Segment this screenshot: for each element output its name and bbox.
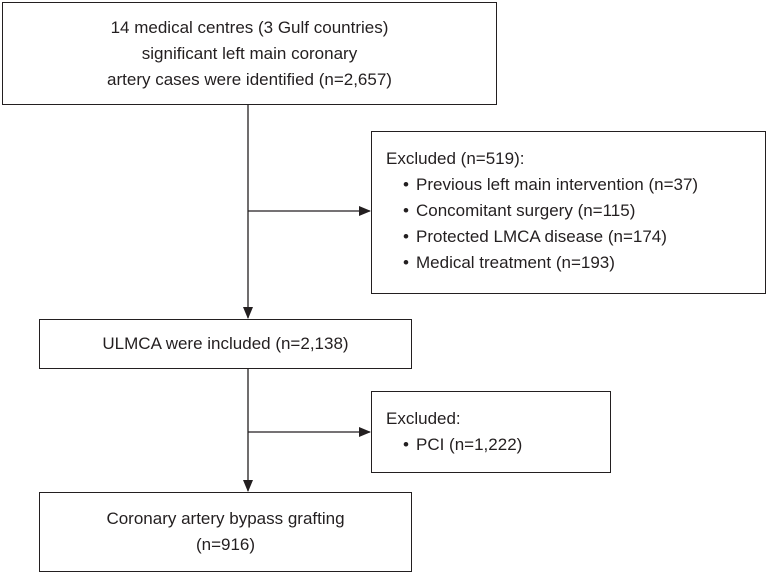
exclusion-1-item-concomitant-surgery: Concomitant surgery (n=115): [416, 201, 636, 220]
cabg-line-2: (n=916): [195, 535, 256, 554]
bullet-icon: •: [403, 435, 409, 454]
list-item: • Medical treatment (n=193): [403, 250, 765, 276]
included-box: ULMCA were included (n=2,138): [39, 319, 412, 369]
exclusion-1-item-medical-treatment: Medical treatment (n=193): [416, 253, 615, 272]
bullet-icon: •: [403, 253, 409, 272]
identified-cases-line-2: significant left main coronary: [141, 43, 358, 63]
identified-cases-box: 14 medical centres (3 Gulf countries) si…: [2, 2, 497, 105]
list-item: • Protected LMCA disease (n=174): [403, 224, 765, 250]
bullet-icon: •: [403, 227, 409, 246]
exclusion-2-item-pci: PCI (n=1,222): [416, 435, 523, 454]
cabg-line-1: Coronary artery bypass grafting: [106, 509, 345, 528]
exclusion-box-2: Excluded: • PCI (n=1,222): [371, 391, 611, 473]
exclusion-box-1: Excluded (n=519): • Previous left main in…: [371, 131, 766, 294]
exclusion-1-heading: Excluded (n=519):: [386, 149, 525, 168]
list-item: • Previous left main intervention (n=37): [403, 172, 765, 198]
exclusion-1-item-protected-lmca: Protected LMCA disease (n=174): [416, 227, 667, 246]
list-item: • Concomitant surgery (n=115): [403, 198, 765, 224]
exclusion-2-list: • PCI (n=1,222): [386, 432, 610, 458]
exclusion-1-item-previous-intervention: Previous left main intervention (n=37): [416, 175, 699, 194]
included-text: ULMCA were included (n=2,138): [102, 334, 349, 353]
identified-cases-line-1: 14 medical centres (3 Gulf countries): [110, 17, 389, 37]
exclusion-1-list: •Previous left main intervention (n=37) …: [386, 172, 765, 276]
bullet-icon: •: [403, 175, 409, 194]
identified-cases-line-3: artery cases were identified (n=2,657): [107, 69, 392, 89]
exclusion-2-heading: Excluded:: [386, 409, 461, 428]
cabg-box: Coronary artery bypass grafting (n=916): [39, 492, 412, 572]
bullet-icon: •: [403, 201, 409, 220]
list-item: • PCI (n=1,222): [403, 432, 610, 458]
